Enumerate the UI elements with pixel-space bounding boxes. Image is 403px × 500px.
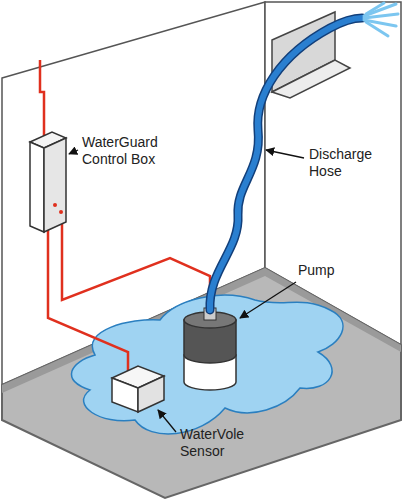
floor (2, 268, 401, 498)
control-box (30, 132, 66, 232)
part-label: Pump (298, 262, 358, 279)
water-puddle (71, 295, 342, 434)
sensor-wire (48, 226, 128, 372)
part-label: WaterGuard Control Box (82, 134, 182, 168)
leader-arrows (69, 150, 304, 432)
pump-wire (62, 212, 210, 312)
part-label: Discharge Hose (309, 146, 379, 180)
sensor-cube (112, 366, 164, 412)
pump (184, 308, 236, 390)
power-wire (40, 60, 44, 140)
part-label: WaterVole Sensor (180, 426, 270, 460)
water-spray (364, 3, 398, 36)
